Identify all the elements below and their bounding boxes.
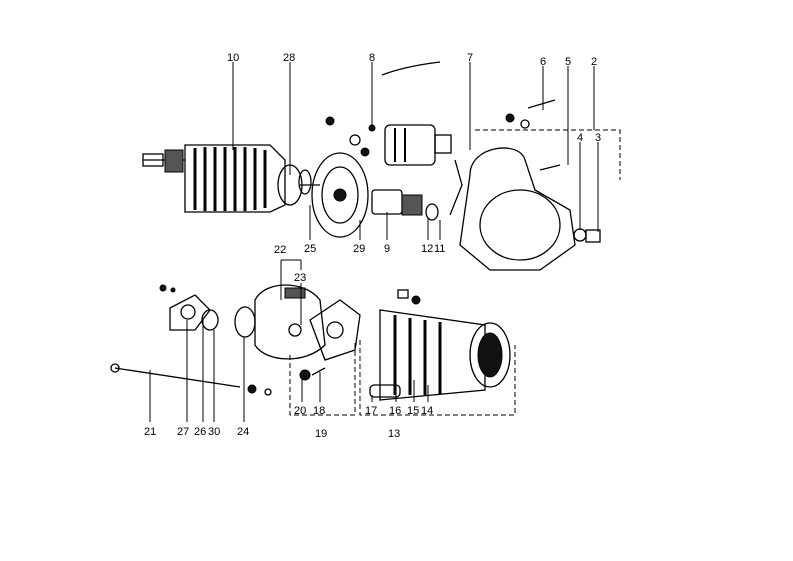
solenoid-part bbox=[325, 61, 452, 166]
callout-30: 30 bbox=[208, 426, 220, 438]
callout-17: 17 bbox=[365, 405, 377, 417]
callout-24: 24 bbox=[237, 426, 249, 438]
callout-labels: 10 28 8 7 6 5 2 4 3 25 29 9 12 11 22 23 … bbox=[144, 52, 601, 440]
callout-4: 4 bbox=[577, 132, 583, 144]
callout-21: 21 bbox=[144, 426, 156, 438]
callout-13: 13 bbox=[388, 428, 400, 440]
callout-11: 11 bbox=[434, 243, 445, 255]
lever-part bbox=[449, 159, 463, 216]
pinion-drive-part bbox=[371, 189, 439, 221]
callout-7: 7 bbox=[467, 52, 473, 64]
callout-25: 25 bbox=[304, 243, 316, 255]
field-frame-part bbox=[369, 289, 511, 401]
ring-part bbox=[298, 169, 312, 195]
callout-12: 12 bbox=[421, 243, 433, 255]
leader-lines bbox=[149, 62, 599, 422]
callout-5: 5 bbox=[565, 56, 571, 68]
armature-part bbox=[142, 144, 320, 213]
callout-8: 8 bbox=[369, 52, 375, 64]
drive-housing-part bbox=[459, 99, 601, 271]
brush-holder-part bbox=[299, 299, 361, 381]
group-outline-field bbox=[359, 340, 516, 416]
callout-2: 2 bbox=[591, 56, 597, 68]
callout-16: 16 bbox=[389, 405, 401, 417]
callout-22: 22 bbox=[274, 244, 286, 256]
callout-19: 19 bbox=[315, 428, 327, 440]
callout-26: 26 bbox=[194, 426, 206, 438]
callout-10: 10 bbox=[227, 52, 239, 64]
callout-9: 9 bbox=[384, 243, 390, 255]
group-outline-top bbox=[475, 129, 621, 180]
end-shield-part bbox=[234, 284, 326, 360]
through-bolt-part bbox=[110, 363, 272, 396]
callout-15: 15 bbox=[407, 405, 419, 417]
callout-29: 29 bbox=[353, 243, 365, 255]
callout-18: 18 bbox=[313, 405, 325, 417]
group-outline-brush bbox=[289, 340, 356, 416]
callout-3: 3 bbox=[595, 132, 601, 144]
callout-27: 27 bbox=[177, 426, 189, 438]
callout-6: 6 bbox=[540, 56, 546, 68]
callout-20: 20 bbox=[294, 405, 306, 417]
callout-14: 14 bbox=[421, 405, 433, 417]
callout-28: 28 bbox=[283, 52, 295, 64]
bearing-cap-part bbox=[159, 284, 219, 331]
callout-23: 23 bbox=[294, 272, 306, 284]
disc-part bbox=[311, 152, 369, 238]
